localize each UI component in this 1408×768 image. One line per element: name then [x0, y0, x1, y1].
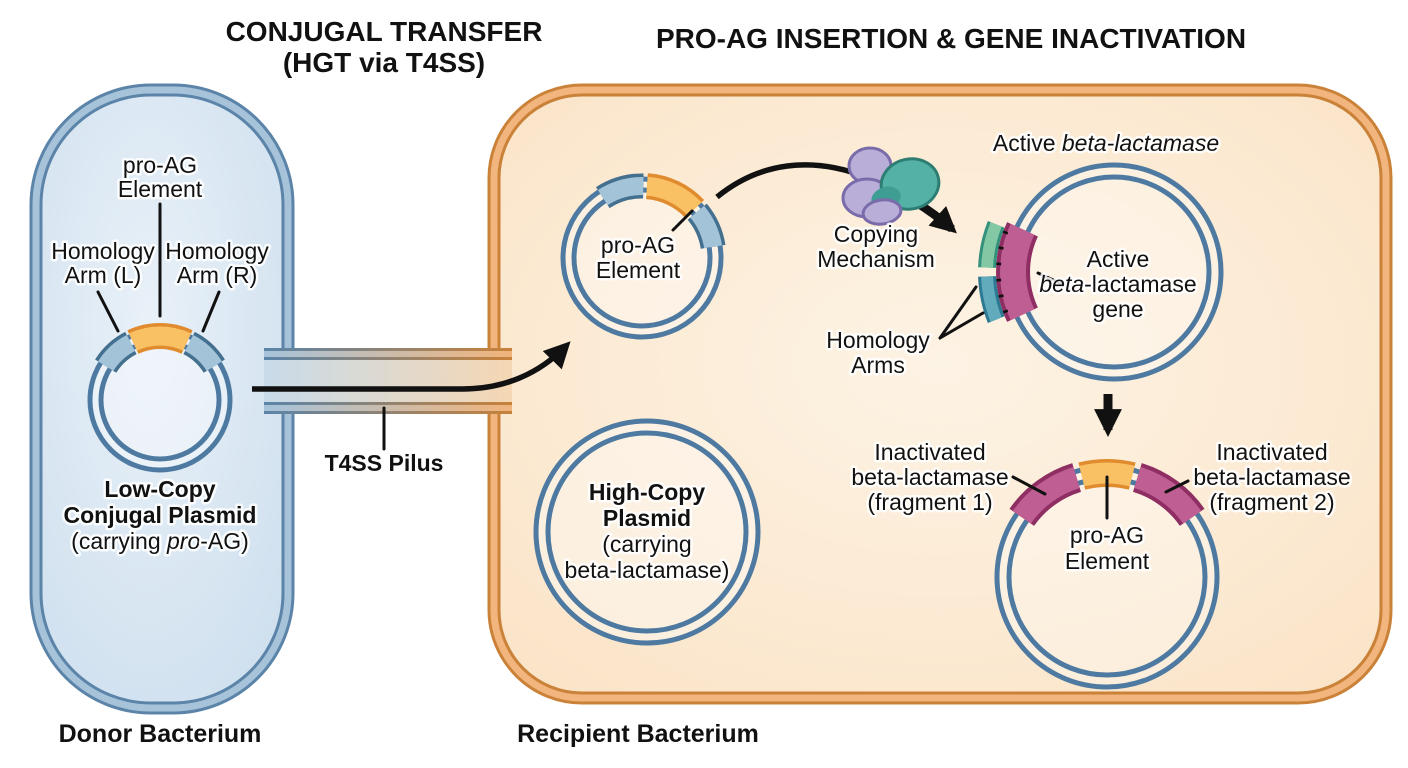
transferred-pro-ag-plasmid [560, 173, 726, 340]
copying-mechanism-label-line1: Copying [834, 221, 918, 247]
p1-pro-ag-pointer [671, 209, 694, 232]
homology-arms-label-line1: Homology [826, 327, 930, 353]
recipient-bacterium-label: Recipient Bacterium [517, 720, 759, 748]
homology-arm-r-pointer [201, 290, 221, 333]
homology-arm-pairing [978, 221, 1009, 323]
active-beta-lactamase-title: Active beta-lactamase [993, 130, 1219, 156]
title-conjugal-transfer-line2: (HGT via T4SS) [283, 47, 485, 78]
pro-ag2-label-line1: pro-AG [1070, 522, 1144, 548]
high-copy-label-line3: (carrying [602, 531, 691, 557]
pointer-lines [96, 202, 1190, 520]
low-copy-plasmid-label-line2: Conjugal Plasmid [64, 502, 257, 528]
fragment2-pointer [1164, 479, 1190, 494]
low-copy-plasmid-label-line1: Low-Copy [104, 476, 215, 502]
homology-arm-l-label-line1: Homology [51, 238, 155, 264]
active-gene-label-line2: beta-lactamase [1039, 271, 1196, 297]
fragment2-label-line3: (fragment 2) [1209, 489, 1334, 515]
donor-pro-ag-label-line1: pro-AG [123, 152, 197, 178]
high-copy-label-line2: Plasmid [603, 505, 691, 531]
active-gene-label-line1: Active [1087, 246, 1150, 272]
homology-arms-pointer-2 [938, 311, 985, 340]
homology-arm-r-label-line2: Arm (R) [177, 262, 257, 288]
donor-pro-ag-label-line2: Element [118, 176, 203, 202]
t4ss-pilus-label: T4SS Pilus [325, 450, 444, 476]
homology-arm-l-label-line2: Arm (L) [65, 262, 142, 288]
fragment1-label-line2: beta-lactamase [851, 464, 1008, 490]
donor-bacterium-label: Donor Bacterium [59, 720, 262, 748]
copy-arrow-arc [715, 162, 867, 200]
labels: CONJUGAL TRANSFER (HGT via T4SS) PRO-AG … [49, 16, 1353, 748]
fragment1-label-line1: Inactivated [874, 439, 985, 465]
fragment1-label-line3: (fragment 1) [867, 489, 992, 515]
high-copy-label-line4: beta-lactamase) [565, 557, 730, 583]
homology-arm-l-pointer [96, 290, 120, 333]
homology-arms-pointer-1 [938, 285, 978, 340]
p1-pro-ag-label-line1: pro-AG [601, 232, 675, 258]
t4ss-pilus-channel [264, 348, 512, 414]
title-pro-ag-insertion: PRO-AG INSERTION & GENE INACTIVATION [656, 23, 1246, 54]
high-copy-plasmid [533, 418, 761, 646]
p1-pro-ag-label-line2: Element [596, 257, 681, 283]
fragment2-label-line2: beta-lactamase [1193, 464, 1350, 490]
homology-arm-r-label-line1: Homology [165, 238, 269, 264]
transfer-arrow [252, 341, 571, 392]
donor-conjugal-plasmid [87, 323, 233, 473]
copying-mechanism-icon [841, 146, 941, 226]
low-copy-plasmid-label-line3: (carrying pro-AG) [71, 528, 249, 554]
homology-arms-label-line2: Arms [851, 352, 905, 378]
copying-mechanism-label-line2: Mechanism [817, 246, 935, 272]
fragment2-label-line1: Inactivated [1216, 439, 1327, 465]
active-beta-lactamase-plasmid [996, 162, 1224, 382]
active-gene-pointer [1036, 271, 1064, 286]
fragment1-pointer [1011, 475, 1047, 496]
pro-ag2-label-line2: Element [1065, 548, 1150, 574]
title-conjugal-transfer-line1: CONJUGAL TRANSFER [226, 16, 543, 47]
high-copy-label-line1: High-Copy [589, 479, 705, 505]
active-gene-label-line3: gene [1092, 296, 1143, 322]
